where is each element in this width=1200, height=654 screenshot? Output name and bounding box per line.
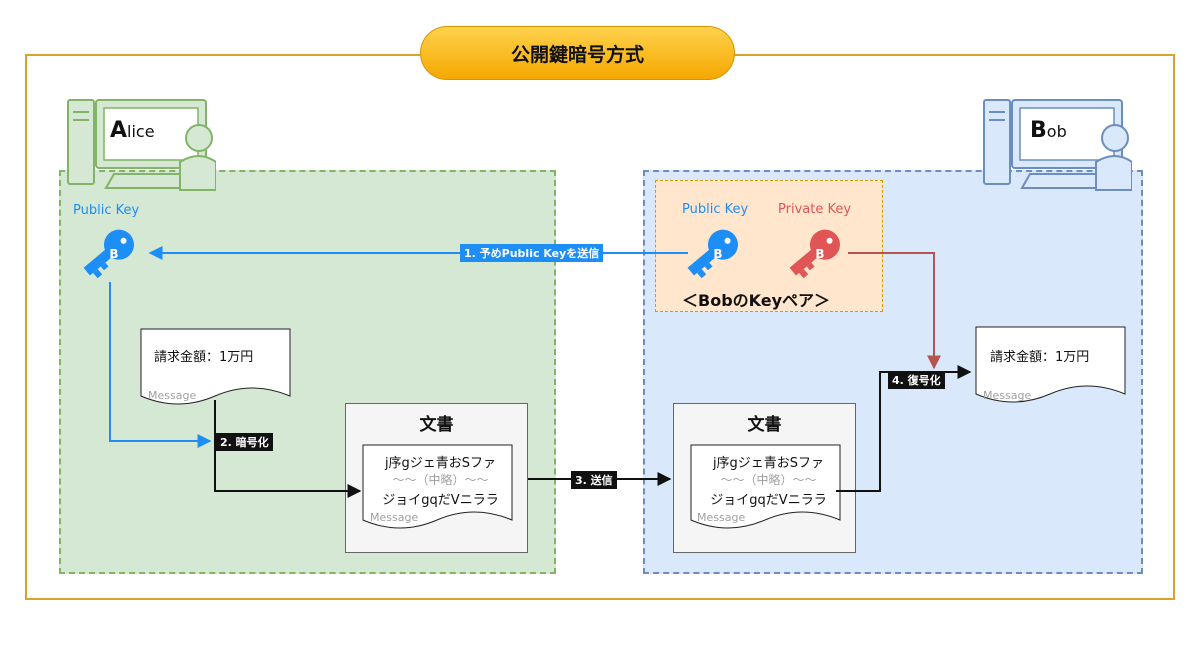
- step3-label: 3. 送信: [571, 471, 617, 489]
- bob-keypair-box: [655, 180, 883, 312]
- bob-private-key-icon: B: [789, 229, 840, 279]
- bob-private-key-label: Private Key: [778, 202, 852, 217]
- bob-encrypted-message-shape: [690, 444, 841, 529]
- arrow-key-to-encrypt: [109, 282, 212, 448]
- bob-document-title: 文書: [747, 415, 782, 435]
- bob-public-key-icon: B: [687, 229, 738, 279]
- arrow-private-key: [848, 252, 941, 370]
- alice-encrypted-line3: ジョイgqだVニララ: [382, 493, 499, 508]
- svg-text:B: B: [815, 247, 824, 261]
- step1-label: 1. 予めPublic Keyを送信: [460, 244, 604, 262]
- alice-public-key-label: Public Key: [73, 203, 140, 218]
- alice-public-key-icon: B: [83, 229, 134, 279]
- step2-label: 2. 暗号化: [216, 433, 273, 451]
- alice-computer-user-icon: [67, 99, 216, 191]
- bob-computer-user-icon: [983, 99, 1132, 191]
- alice-encrypted-line2: 〜〜（中略）〜〜: [392, 473, 489, 487]
- bob-encrypted-caption: Message: [697, 511, 746, 524]
- alice-encrypted-line1: j序gジェ青おSファ: [384, 456, 497, 471]
- bob-message-shape: [975, 326, 1126, 403]
- bob-public-key-label: Public Key: [682, 202, 749, 217]
- alice-message-text: 請求金額：1万円: [154, 350, 254, 365]
- bob-message-caption: Message: [983, 389, 1032, 402]
- svg-text:B: B: [713, 247, 722, 261]
- bob-encrypted-line3: ジョイgqだVニララ: [710, 493, 827, 508]
- step4-label: 4. 復号化: [888, 371, 945, 389]
- bob-name: Bob: [1030, 118, 1067, 143]
- svg-text:B: B: [109, 247, 118, 261]
- alice-message-shape: [140, 328, 291, 405]
- alice-message-caption: Message: [148, 389, 197, 402]
- bob-message-text: 請求金額：1万円: [990, 350, 1090, 365]
- bob-encrypted-line2: 〜〜（中略）〜〜: [720, 473, 817, 487]
- alice-name: Alice: [110, 118, 155, 143]
- diagram-title: 公開鍵暗号方式: [420, 26, 735, 80]
- bob-keypair-caption: ＜BobのKeyペア＞: [682, 291, 831, 310]
- alice-document-title: 文書: [419, 415, 454, 435]
- alice-encrypted-caption: Message: [370, 511, 419, 524]
- bob-encrypted-line1: j序gジェ青おSファ: [712, 456, 825, 471]
- arrow-step4: [836, 365, 972, 492]
- arrow-step2: [214, 400, 362, 498]
- alice-encrypted-message-shape: [362, 444, 513, 529]
